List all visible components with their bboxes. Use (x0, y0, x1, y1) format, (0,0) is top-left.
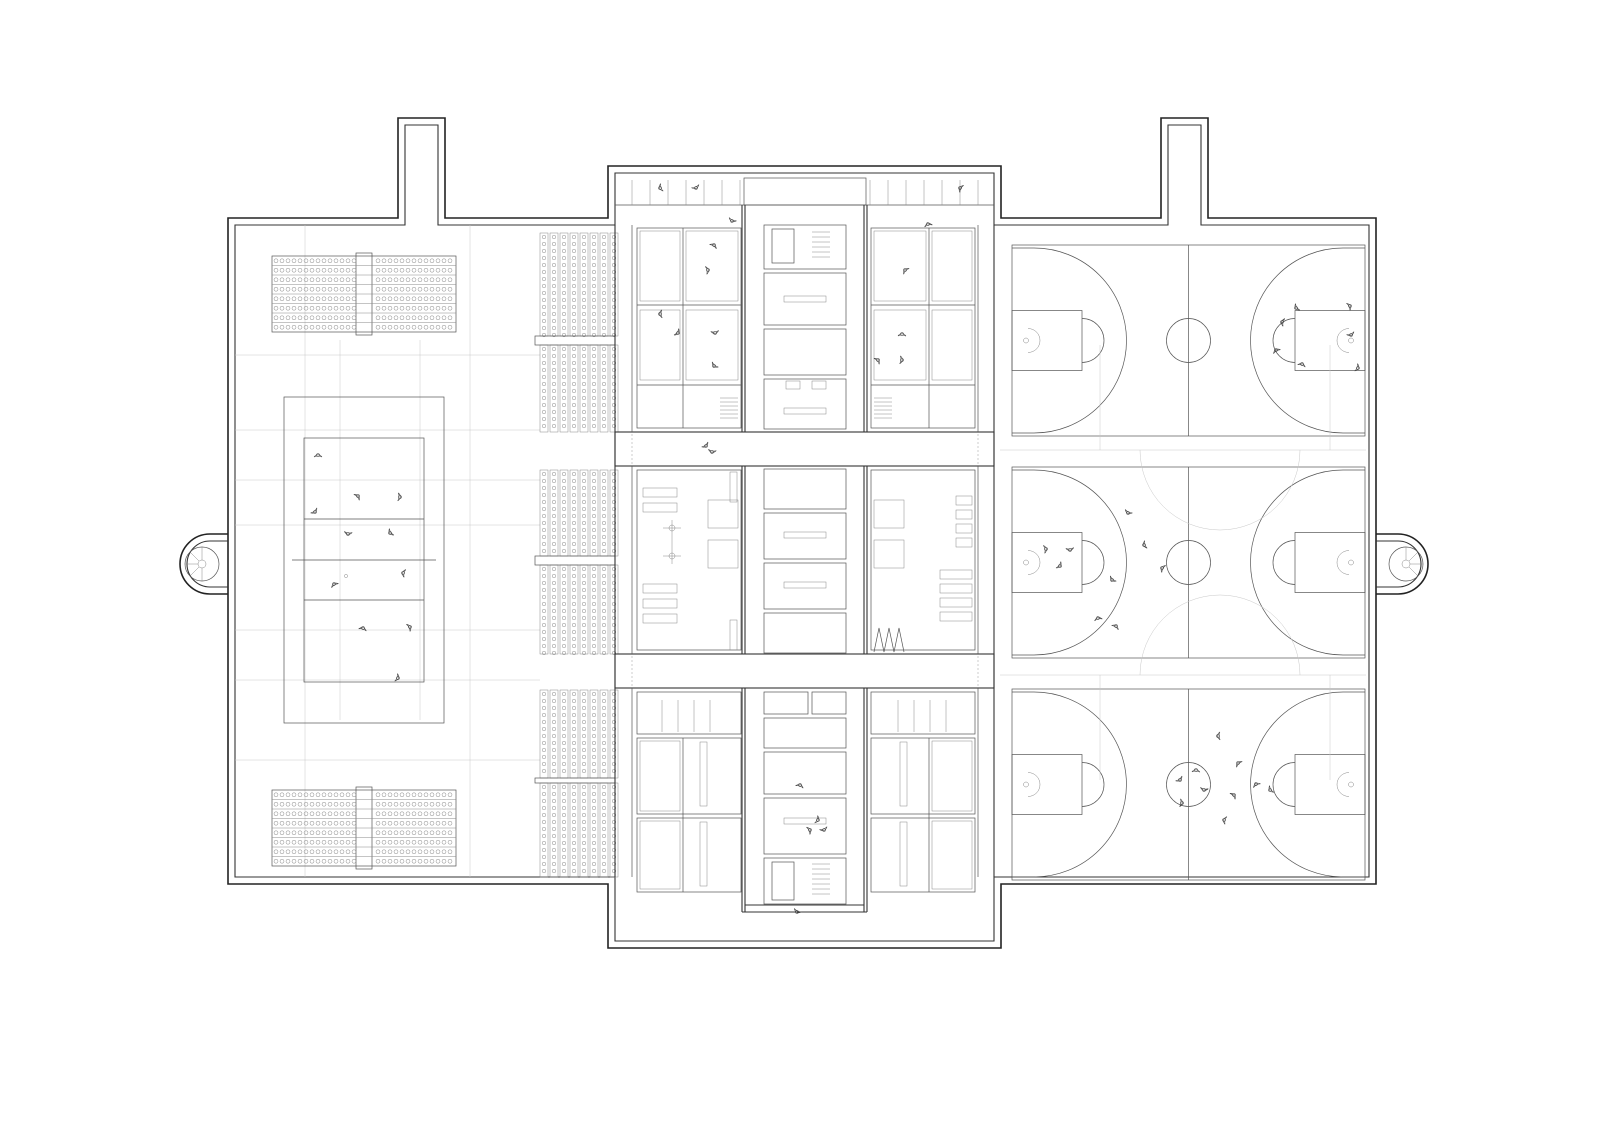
structural-grid-west (235, 225, 540, 877)
spiral-stair-west (179, 533, 228, 595)
classroom-wing-middle (636, 468, 976, 654)
spiral-stair-east (1376, 533, 1429, 595)
corridor-south (614, 653, 995, 689)
basketball-court-1 (1011, 244, 1366, 437)
outer-walls (227, 117, 1377, 949)
tiered-seating-west (534, 232, 619, 878)
basketball-court-2 (1011, 466, 1366, 659)
court-overlay-lines (1000, 345, 1366, 780)
people-figures (310, 183, 1360, 914)
bleacher-block-north (271, 252, 457, 336)
volleyball-court (283, 396, 445, 724)
central-core (614, 177, 995, 913)
stair-core-north (763, 224, 847, 430)
bleacher-block-south (271, 786, 457, 870)
corridor-north (614, 431, 995, 467)
basketball-court-3 (1011, 688, 1366, 881)
classroom-wing-north (636, 227, 976, 429)
classroom-wing-south (636, 691, 976, 893)
stair-core-south (763, 691, 847, 905)
